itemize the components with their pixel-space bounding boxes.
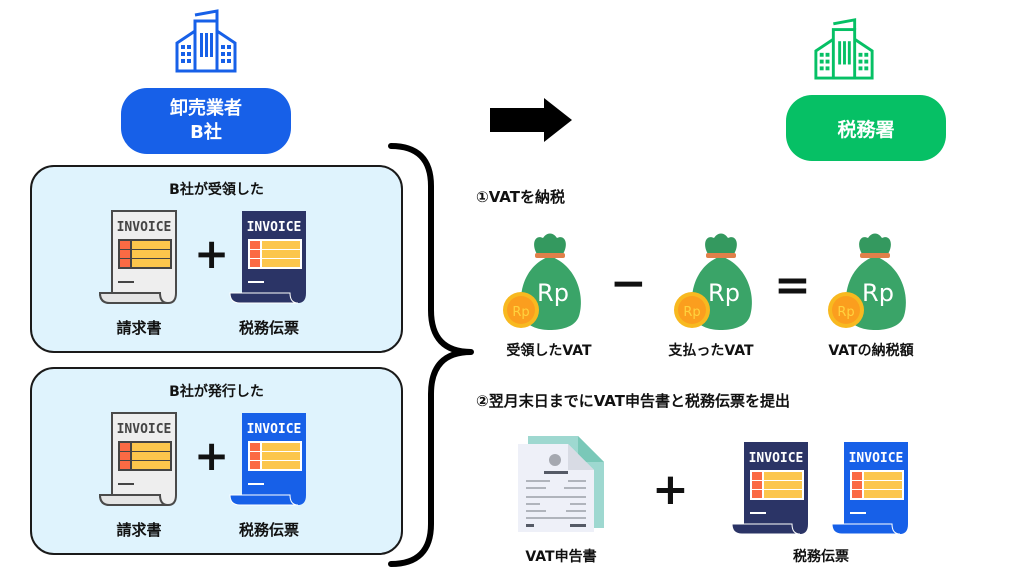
wholesaler-line2: B社 [190,122,222,143]
svg-text:INVOICE: INVOICE [247,220,302,235]
svg-text:INVOICE: INVOICE [117,422,172,437]
money-bag-icon [495,226,605,336]
vat-return-document-icon [518,436,604,532]
step2-title: ②翌月末日までにVAT申告書と税務伝票を提出 [476,392,790,410]
equals-sign: = [774,260,811,311]
invoice-icon-gray: INVOICE [98,210,177,304]
tax-office-text: 税務署 [837,118,895,141]
invoice-icon-navy: INVOICE [229,211,306,304]
svg-text:INVOICE: INVOICE [117,220,172,235]
doc-label-invoice: 請求書 [116,319,162,337]
tax-office-building-icon [812,14,876,82]
doc-label-tax-voucher: 税務伝票 [238,521,299,539]
plus-sign: + [652,464,689,515]
money-bag-icon [820,226,930,336]
doc-label-invoice: 請求書 [116,521,162,539]
wholesaler-line1: 卸売業者 [170,98,242,119]
invoice-icon-navy: INVOICE [731,442,808,535]
arrow-right-icon [490,98,572,142]
panel-issued: B社が発行した INVOICE + INVOICE 請求書 税務伝票 [30,367,403,555]
panel-title: B社が発行した [169,384,264,400]
invoice-icon-gray: INVOICE [98,412,177,506]
invoice-icon-blue: INVOICE [229,413,306,506]
money-bag-icon [666,226,776,336]
plus-sign: + [194,431,230,480]
svg-text:INVOICE: INVOICE [749,451,804,466]
wholesaler-label: 卸売業者 B社 [121,88,291,154]
doc-label-tax-vouchers: 税務伝票 [793,549,849,565]
wholesaler-building-icon [173,6,239,74]
panel-received: B社が受領した INVOICE + INVOICE 請求書 税務伝票 [30,165,403,353]
svg-text:INVOICE: INVOICE [849,451,904,466]
panel-title: B社が受領した [169,182,264,198]
svg-text:INVOICE: INVOICE [247,422,302,437]
bag-label-paid-vat: 支払ったVAT [668,343,754,359]
step1-title: ①VATを納税 [476,188,565,206]
doc-label-vat-return: VAT申告書 [525,549,597,565]
bag-label-received-vat: 受領したVAT [506,343,592,359]
invoice-icon-blue: INVOICE [831,442,908,535]
tax-office-label: 税務署 [786,95,946,161]
curly-brace [388,143,474,567]
doc-label-tax-voucher: 税務伝票 [238,319,299,337]
minus-sign: − [610,258,647,309]
bag-label-vat-payable: VATの納税額 [828,343,914,359]
plus-sign: + [194,229,230,278]
